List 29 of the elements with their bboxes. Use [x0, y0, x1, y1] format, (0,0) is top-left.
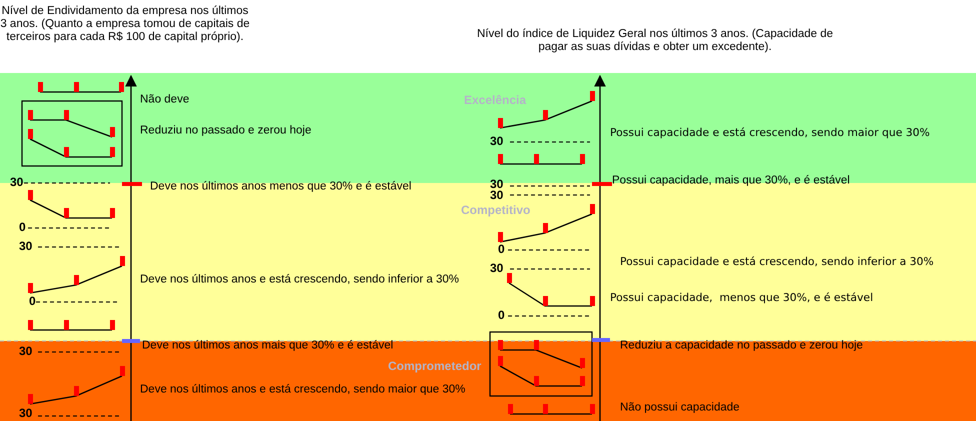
- description-text: Reduziu a capacidade no passado e zerou hoje: [620, 339, 863, 353]
- category-label: Comprometedor: [388, 360, 482, 374]
- description-text: Possui capacidade e está crescendo, sendo maior que 30%: [610, 126, 930, 140]
- description-text: Deve nos últimos anos e está crescendo, sendo inferior a 30%: [140, 273, 459, 287]
- description-text: Não possui capacidade: [620, 401, 740, 415]
- description-text: Reduziu no passado e zerou hoje: [140, 124, 312, 138]
- description-text: Possui capacidade, menos que 30%, e é estável: [610, 292, 874, 304]
- axis-value: 30: [19, 345, 32, 359]
- description-text: Deve nos últimos anos e está crescendo, sendo maior que 30%: [140, 383, 466, 397]
- axis-value: 0: [29, 295, 36, 309]
- description-text: Deve nos últimos anos menos que 30% e é estável: [150, 180, 412, 194]
- axis-value: 30: [19, 240, 32, 254]
- axis-value: 30: [10, 176, 24, 190]
- description-text: Possui capacidade e está crescendo, sendo inferior a 30%: [620, 256, 934, 268]
- axis-value: 0: [498, 243, 505, 257]
- axis-value: 30: [490, 189, 504, 203]
- heading-text: Nível de Endividamento da empresa nos últimos 3 anos. (Quanto a empresa tomou de capitais de terceiros para cada R$ 100 de capital próprio).: [0, 5, 250, 45]
- axis-value: 0: [498, 309, 505, 323]
- axis-value: 30: [490, 262, 504, 276]
- axis-value: 30: [490, 178, 504, 192]
- axis-value: 30: [490, 135, 504, 149]
- description-text: Deve nos últimos anos mais que 30% e é estável: [142, 339, 394, 353]
- category-label: Excelência: [464, 94, 526, 108]
- heading-text: Nível do índice de Liquidez Geral nos últimos 3 anos. (Capacidade de pagar as suas dívidas e obter um excedente).: [476, 28, 834, 54]
- axis-value: 30: [19, 407, 32, 421]
- axis-value: 0: [19, 221, 26, 235]
- category-label: Competitivo: [461, 204, 530, 218]
- description-text: Possui capacidade, mais que 30%, e é estável: [612, 174, 850, 188]
- description-text: Não deve: [140, 93, 190, 107]
